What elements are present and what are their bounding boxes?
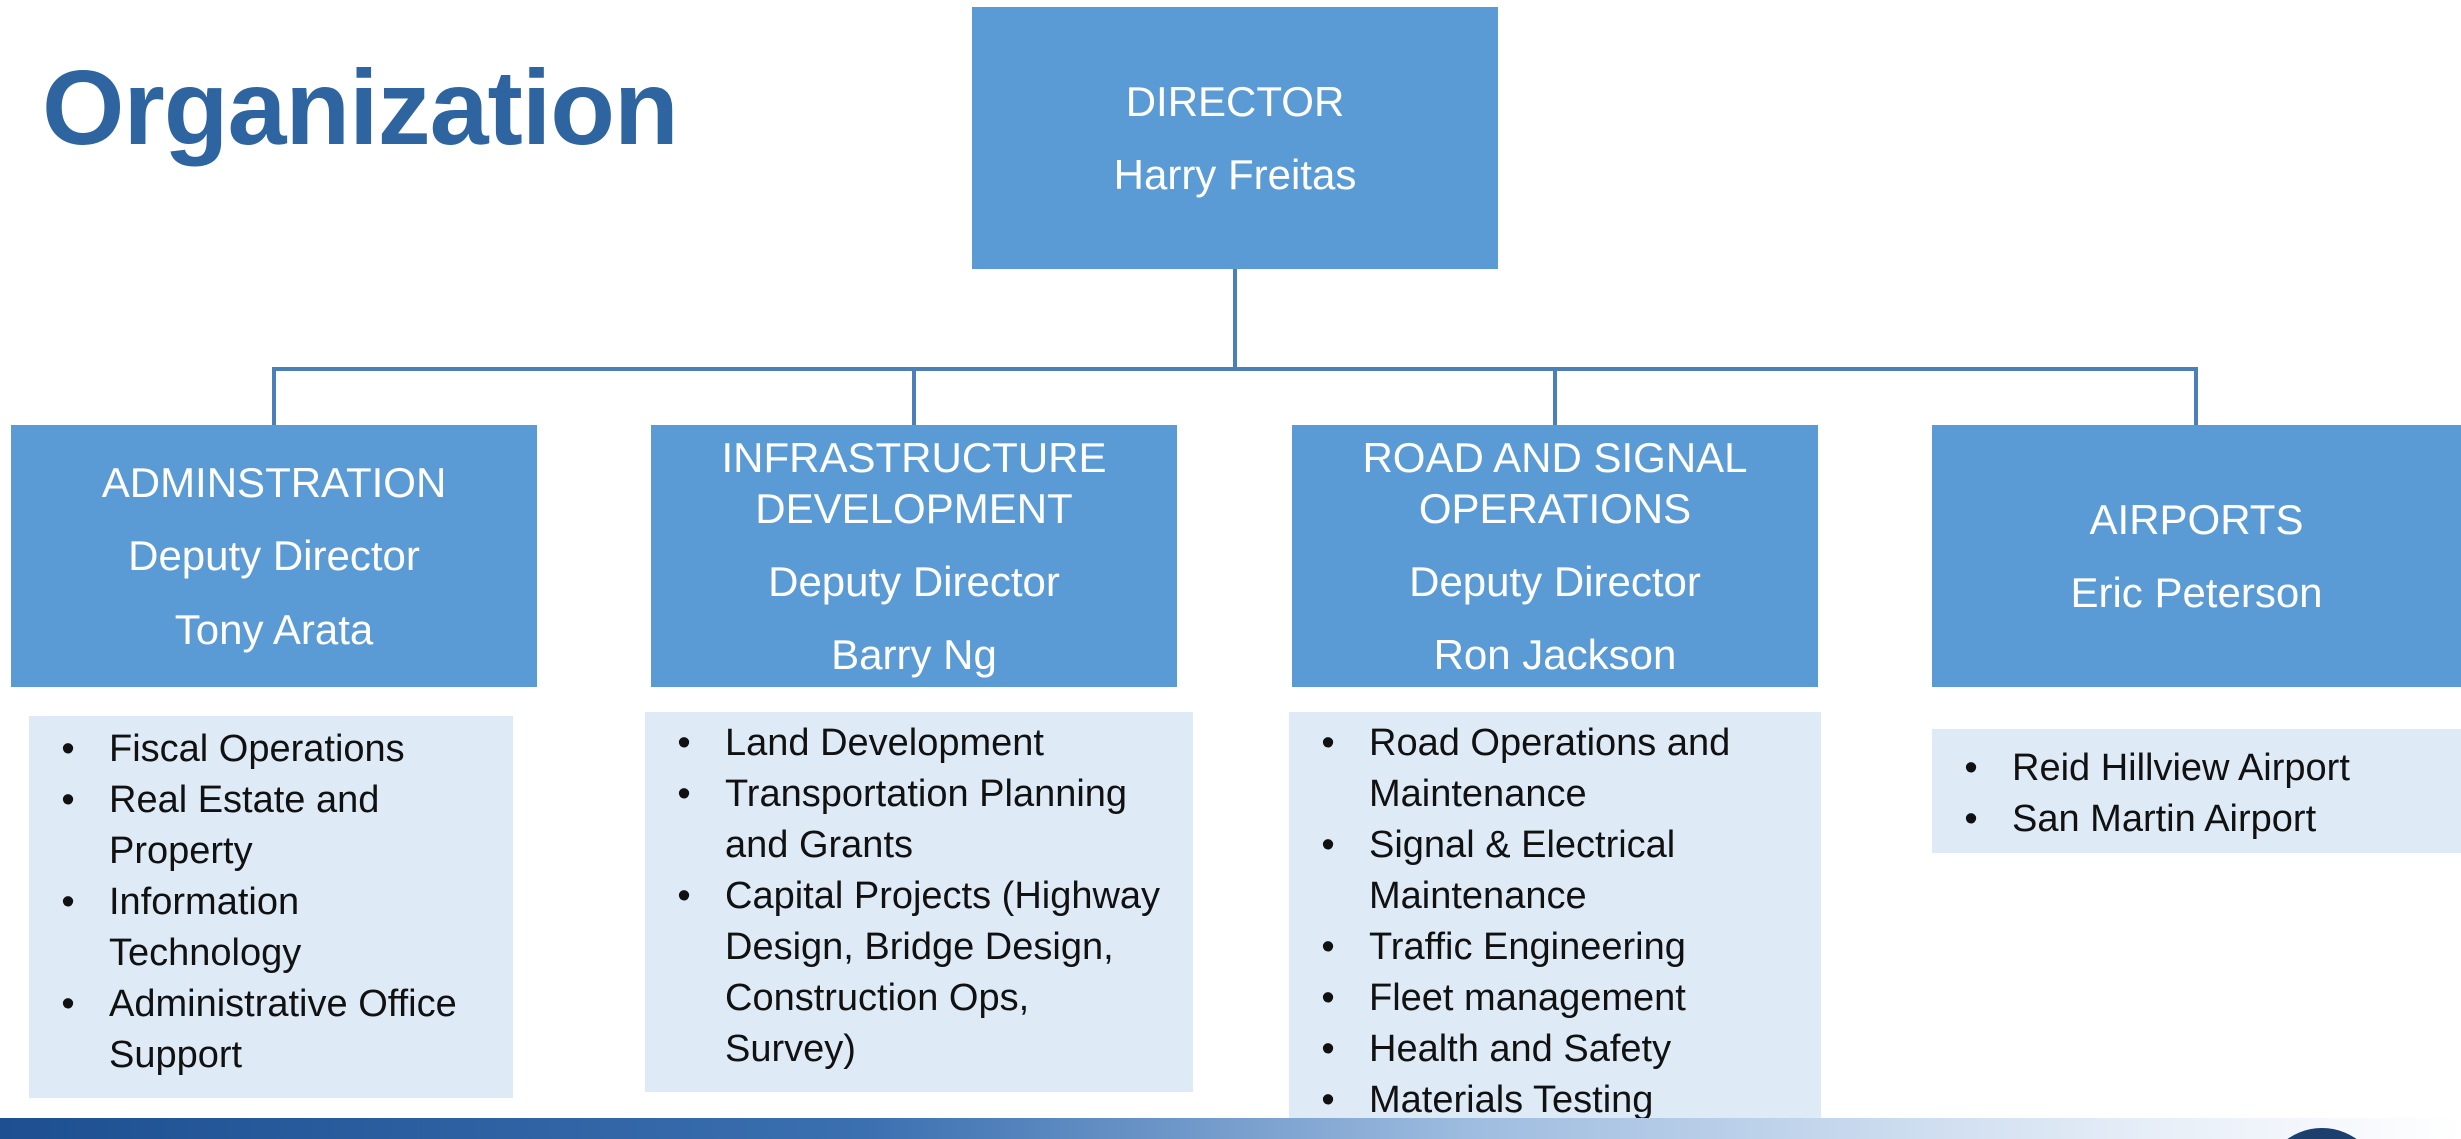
list-item: •San Martin Airport	[1956, 794, 2441, 845]
division-box-road-signal: ROAD AND SIGNAL OPERATIONS Deputy Direct…	[1292, 425, 1818, 687]
director-name: Harry Freitas	[1113, 151, 1357, 198]
bullet-icon: •	[61, 779, 75, 821]
connector-drop-airports	[2194, 367, 2198, 425]
division-title-line-1: INFRASTRUCTURE	[721, 433, 1107, 481]
division-title-line-1: ROAD AND SIGNAL	[1362, 433, 1748, 481]
division-head-name: Barry Ng	[831, 631, 997, 679]
list-item: •Traffic Engineering	[1313, 922, 1801, 973]
bullet-icon: •	[677, 722, 691, 764]
division-title-line-2: DEVELOPMENT	[755, 484, 1073, 532]
division-head-name: Ron Jackson	[1433, 631, 1677, 679]
list-item: •Land Development	[669, 718, 1173, 769]
division-role: Deputy Director	[128, 532, 420, 580]
director-role: DIRECTOR	[1125, 77, 1345, 125]
bullet-icon: •	[1321, 824, 1335, 866]
bullet-icon: •	[1321, 926, 1335, 968]
bullet-icon: •	[61, 728, 75, 770]
bullet-icon: •	[1321, 722, 1335, 764]
list-item: •Fleet management	[1313, 973, 1801, 1024]
functions-list: •Reid Hillview Airport •San Martin Airpo…	[1956, 743, 2441, 845]
bullet-icon: •	[61, 881, 75, 923]
page-title: Organization	[42, 49, 679, 167]
list-item: •Health and Safety	[1313, 1024, 1801, 1075]
bullet-icon: •	[1321, 1028, 1335, 1070]
seal-logo-icon	[2262, 1128, 2382, 1139]
footer-bar	[0, 1118, 2461, 1139]
functions-panel-infrastructure: •Land Development •Transportation Planni…	[645, 712, 1193, 1092]
director-box: DIRECTOR Harry Freitas	[972, 7, 1498, 269]
connector-drop-road-signal	[1553, 367, 1557, 425]
division-box-infrastructure: INFRASTRUCTURE DEVELOPMENT Deputy Direct…	[651, 425, 1177, 687]
bullet-icon: •	[1321, 1079, 1335, 1121]
functions-panel-airports: •Reid Hillview Airport •San Martin Airpo…	[1932, 729, 2461, 853]
division-box-airports: AIRPORTS Eric Peterson	[1932, 425, 2461, 687]
division-role: Deputy Director	[1409, 558, 1701, 605]
bullet-icon: •	[677, 773, 691, 815]
bullet-icon: •	[1964, 798, 1978, 840]
division-title: ADMINSTRATION	[101, 459, 447, 507]
functions-list: •Land Development •Transportation Planni…	[669, 718, 1173, 1075]
division-head-name: Eric Peterson	[2070, 569, 2323, 616]
list-item: •Reid Hillview Airport	[1956, 743, 2441, 794]
connector-horizontal	[272, 367, 2198, 371]
bullet-icon: •	[1321, 977, 1335, 1019]
connector-drop-infrastructure	[912, 367, 916, 425]
bullet-icon: •	[677, 875, 691, 917]
bullet-icon: •	[61, 983, 75, 1025]
connector-drop-administration	[272, 367, 276, 425]
division-role: Deputy Director	[768, 558, 1060, 605]
division-box-administration: ADMINSTRATION Deputy Director Tony Arata	[11, 425, 537, 687]
division-title-line-2: OPERATIONS	[1418, 484, 1692, 532]
list-item: •Materials Testing	[1313, 1075, 1801, 1126]
connector-director-stem	[1233, 269, 1237, 369]
division-title: AIRPORTS	[2089, 495, 2304, 543]
list-item: •Fiscal Operations	[53, 724, 493, 775]
division-head-name: Tony Arata	[174, 605, 374, 653]
bullet-icon: •	[1964, 747, 1978, 789]
